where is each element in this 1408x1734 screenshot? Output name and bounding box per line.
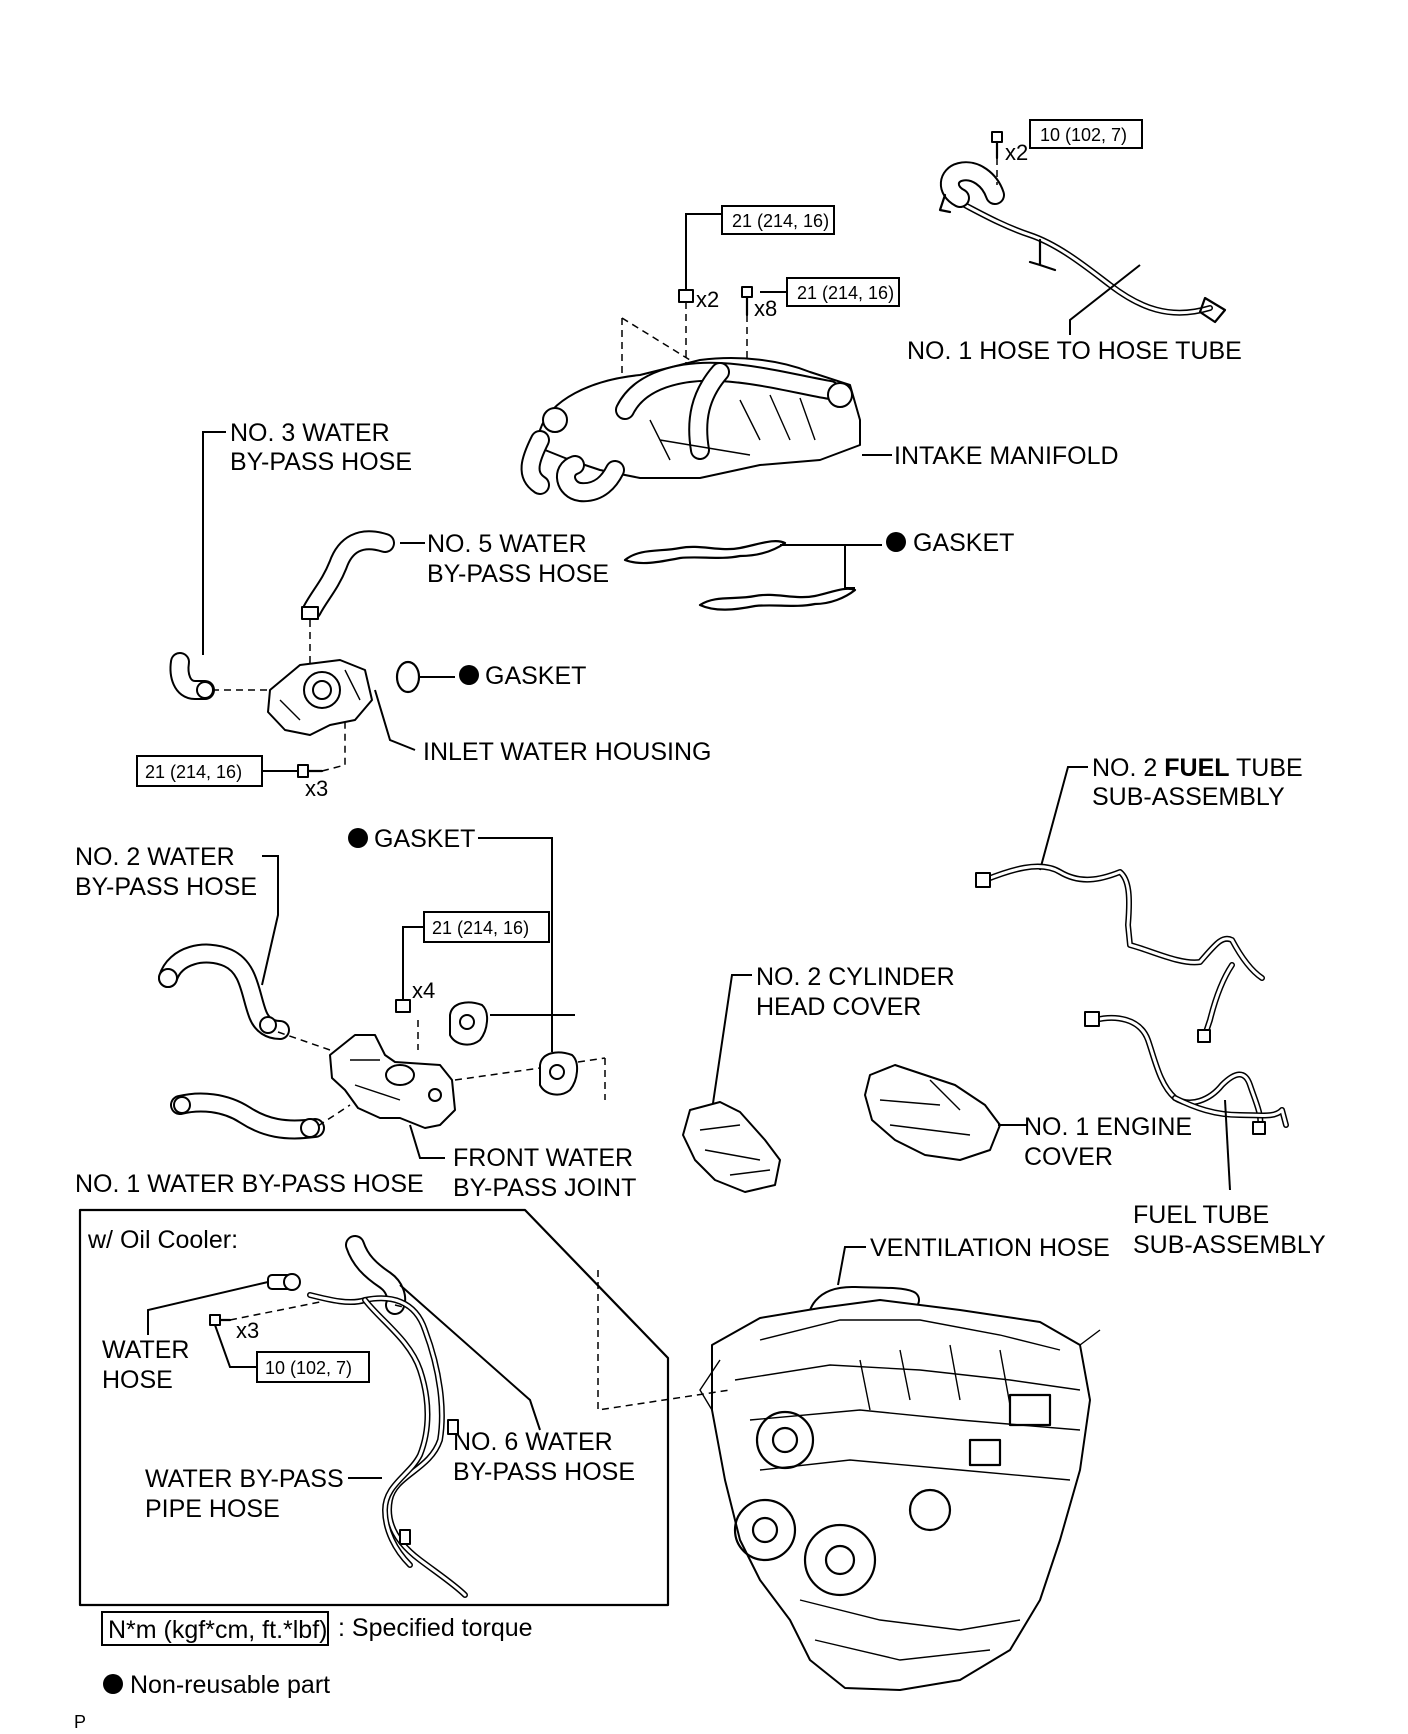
manifold-bolt-icon: [741, 286, 753, 317]
no2-fuel-tube-part: [975, 863, 1265, 1043]
torque-box-oil-cooler: 10 (102, 7): [256, 1351, 370, 1383]
label-no5-water-bypass-2: BY-PASS HOSE: [427, 560, 609, 588]
nonreusable-dot-icon: [103, 1674, 123, 1694]
legend-torque: N*m (kgf*cm, ft.*lbf) : Specified torque: [101, 1611, 533, 1646]
label-gasket-front: GASKET: [374, 825, 475, 853]
inlet-gasket-ring-icon: [395, 660, 421, 694]
label-no2-cylinder-head-cover-1: NO. 2 CYLINDER: [756, 963, 955, 991]
label-water-hose-2: HOSE: [102, 1366, 173, 1394]
legend-nonreusable-desc: Non-reusable part: [130, 1671, 330, 1699]
front-water-bypass-joint-part: [329, 1034, 456, 1129]
torque-box-front-joint: 21 (214, 16): [423, 911, 550, 943]
legend-torque-unit: N*m (kgf*cm, ft.*lbf): [108, 1616, 327, 1644]
label-water-bypass-pipe-hose-1: WATER BY-PASS: [145, 1465, 344, 1493]
label-no3-water-bypass-1: NO. 3 WATER: [230, 419, 390, 447]
water-bypass-pipe-hose-part: [307, 1292, 468, 1598]
manifold-gasket-part: [623, 540, 857, 611]
label-water-bypass-pipe-hose-2: PIPE HOSE: [145, 1495, 280, 1523]
label-no1-engine-cover-1: NO. 1 ENGINE: [1024, 1113, 1192, 1141]
label-no1-water-bypass: NO. 1 WATER BY-PASS HOSE: [75, 1170, 424, 1198]
label-inlet-water-housing: INLET WATER HOUSING: [423, 738, 711, 766]
qty-manifold-nut: x2: [696, 287, 719, 312]
label-no1-hose-to-hose-tube: NO. 1 HOSE TO HOSE TUBE: [907, 337, 1242, 365]
oil-cooler-bolt-icon: [209, 1314, 232, 1326]
label-no1-engine-cover-2: COVER: [1024, 1143, 1113, 1171]
label-no2-cylinder-head-cover-2: HEAD COVER: [756, 993, 921, 1021]
fuel-tube-part: [1084, 1011, 1289, 1135]
svg-text:21 (214, 16): 21 (214, 16): [432, 918, 529, 938]
oil-cooler-inset-frame: [78, 1208, 670, 1607]
no1-water-bypass-hose-part: [170, 1092, 325, 1140]
qty-manifold-bolt: x8: [754, 296, 777, 321]
label-gasket-inlet: GASKET: [485, 662, 586, 690]
label-front-water-bypass-joint-1: FRONT WATER: [453, 1144, 633, 1172]
label-no2-fuel-tube-line1: NO. 2 FUEL TUBE: [1092, 754, 1303, 782]
front-gasket-part: [449, 1001, 578, 1096]
svg-text:21 (214, 16): 21 (214, 16): [732, 211, 829, 231]
page-mark: P: [74, 1712, 86, 1732]
label-no2-water-bypass-2: BY-PASS HOSE: [75, 873, 257, 901]
label-intake-manifold: INTAKE MANIFOLD: [894, 442, 1119, 470]
svg-text:21 (214, 16): 21 (214, 16): [145, 762, 242, 782]
water-hose-part: [267, 1273, 301, 1291]
inlet-water-housing-part: [267, 659, 373, 736]
no1-engine-cover-part: [864, 1064, 1001, 1161]
no3-water-bypass-hose-part: [169, 652, 215, 700]
label-no5-water-bypass-1: NO. 5 WATER: [427, 530, 587, 558]
qty-front-joint: x4: [412, 978, 435, 1003]
inlet-bolt-icon: [297, 764, 324, 778]
label-fuel-tube-sub-assembly-1: FUEL TUBE: [1133, 1201, 1269, 1229]
legend-torque-desc: : Specified torque: [338, 1614, 533, 1642]
label-water-hose-1: WATER: [102, 1336, 190, 1364]
label-no3-water-bypass-2: BY-PASS HOSE: [230, 448, 412, 476]
nonreusable-dot-icon: [886, 532, 906, 552]
intake-manifold-part: [520, 357, 861, 503]
svg-text:10 (102, 7): 10 (102, 7): [1040, 125, 1127, 145]
legend-nonreusable: Non-reusable part: [103, 1671, 330, 1699]
label-fuel-tube-sub-assembly-2: SUB-ASSEMBLY: [1133, 1231, 1326, 1259]
label-ventilation-hose: VENTILATION HOSE: [870, 1234, 1110, 1262]
qty-oil-cooler: x3: [236, 1318, 259, 1343]
hose-tube-bolt-icon: [991, 131, 1003, 160]
label-front-water-bypass-joint-2: BY-PASS JOINT: [453, 1174, 636, 1202]
torque-box-inlet-housing: 21 (214, 16): [136, 755, 263, 787]
no2-water-bypass-hose-part: [158, 943, 290, 1040]
qty-hose-tube: x2: [1005, 140, 1028, 165]
torque-box-manifold-nut: 21 (214, 16): [721, 205, 835, 235]
svg-text:21 (214, 16): 21 (214, 16): [797, 283, 894, 303]
label-no6-water-bypass-2: BY-PASS HOSE: [453, 1458, 635, 1486]
nonreusable-dot-icon: [459, 665, 479, 685]
svg-text:10 (102, 7): 10 (102, 7): [265, 1358, 352, 1378]
engine-assembly-part: [699, 1299, 1101, 1691]
nonreusable-dot-icon: [348, 828, 368, 848]
label-no2-fuel-tube-line2: SUB-ASSEMBLY: [1092, 783, 1285, 811]
qty-inlet-housing: x3: [305, 776, 328, 801]
label-no6-water-bypass-1: NO. 6 WATER: [453, 1428, 613, 1456]
no2-cylinder-head-cover-part: [682, 1101, 781, 1193]
torque-box-manifold-bolt: 21 (214, 16): [786, 277, 900, 307]
label-oil-cooler-title: w/ Oil Cooler:: [87, 1226, 238, 1254]
front-joint-nut-icon: [395, 999, 411, 1013]
no1-hose-to-hose-tube-part: [938, 161, 1227, 324]
no5-water-bypass-hose-part: [301, 530, 395, 620]
manifold-nut-icon: [678, 289, 694, 303]
torque-box-hose-tube: 10 (102, 7): [1029, 119, 1143, 149]
label-no2-water-bypass-1: NO. 2 WATER: [75, 843, 235, 871]
label-gasket-manifold: GASKET: [913, 529, 1014, 557]
